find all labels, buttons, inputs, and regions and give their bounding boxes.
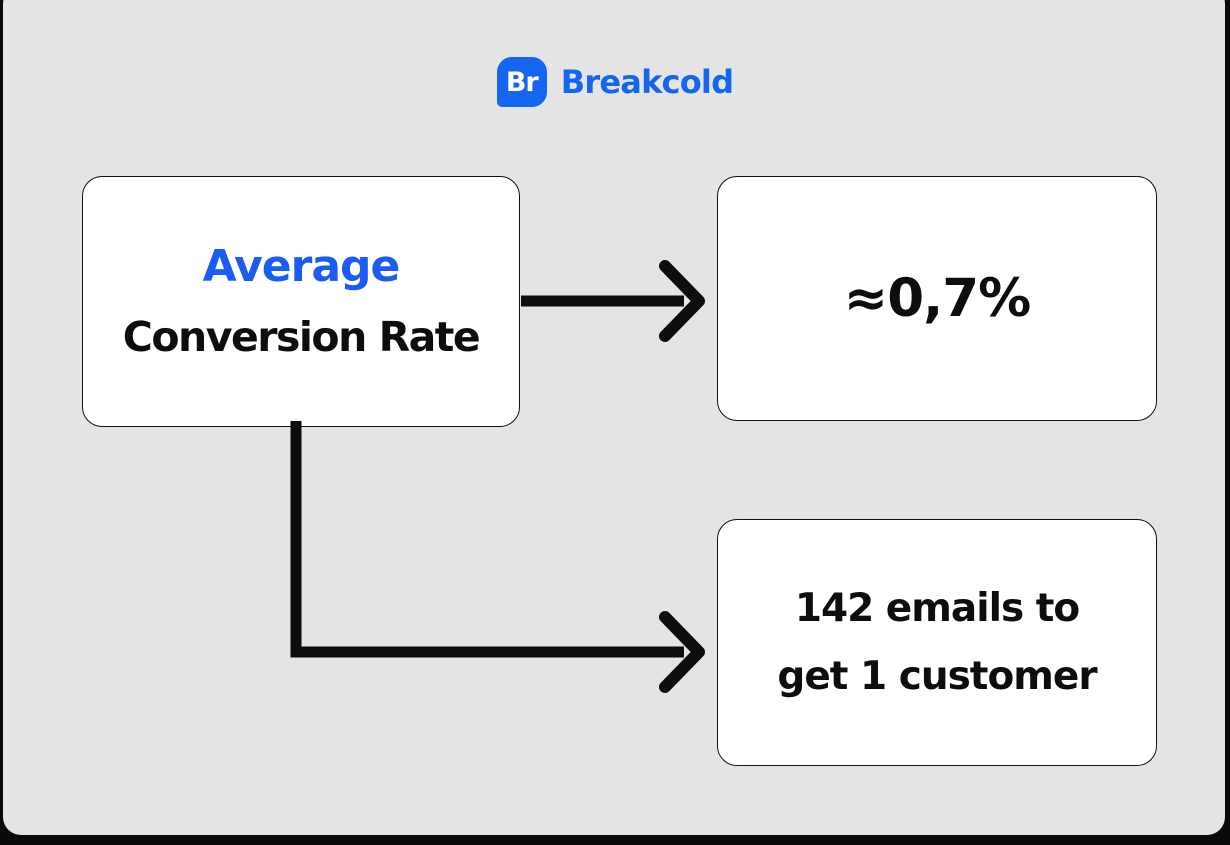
rate-value-text: ≈0,7% — [843, 268, 1031, 329]
emails-text-line2: get 1 customer — [777, 653, 1097, 699]
brand-name: Breakcold — [560, 63, 734, 101]
arrow-right-icon — [521, 260, 705, 342]
node-title-highlight: Average — [202, 240, 401, 292]
emails-text-line1: 142 emails to — [794, 585, 1080, 631]
node-rate-value: ≈0,7% — [717, 176, 1157, 421]
node-average-conversion-rate: Average Conversion Rate — [82, 176, 520, 427]
breakcold-logo-icon: Br — [496, 57, 547, 107]
node-title: Conversion Rate — [122, 312, 481, 361]
brand-logo: Br Breakcold — [0, 56, 1230, 108]
arrow-elbow-icon — [290, 421, 705, 693]
node-emails-per-customer: 142 emails to get 1 customer — [717, 519, 1157, 766]
